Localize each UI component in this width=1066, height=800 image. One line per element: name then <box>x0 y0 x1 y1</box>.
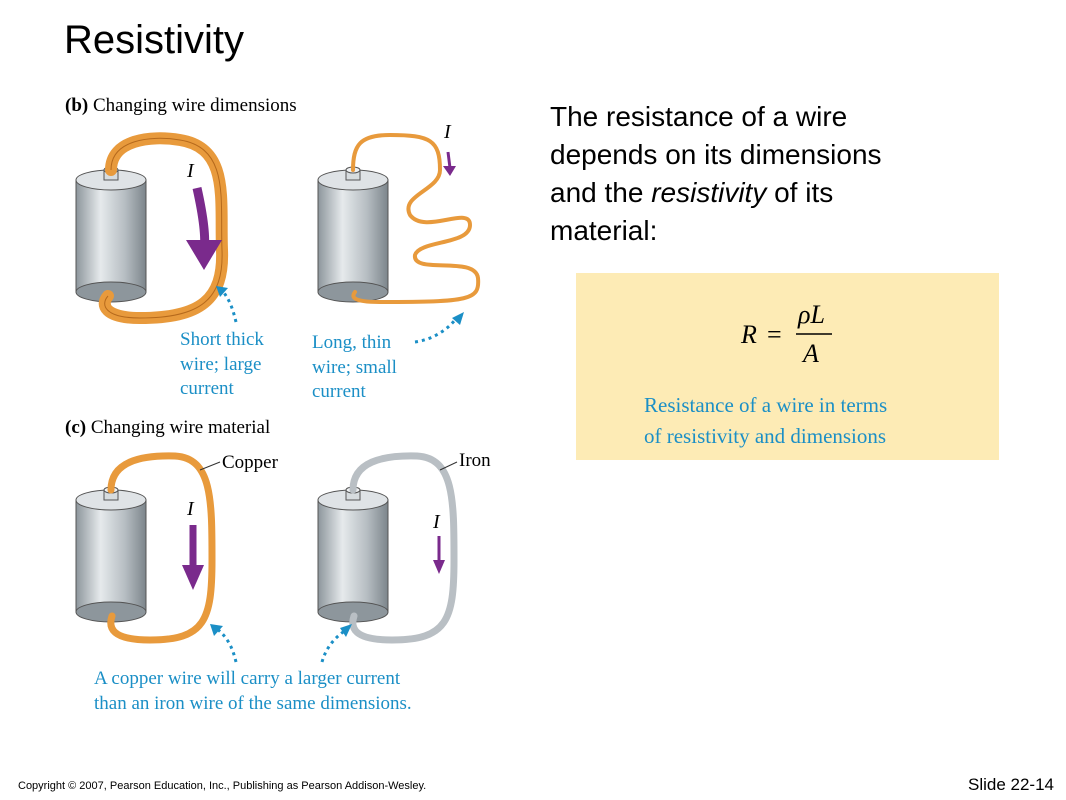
figure-b-label: (b) Changing wire dimensions <box>65 95 297 116</box>
battery-icon <box>75 166 147 303</box>
formula-caption-line: Resistance of a wire in terms <box>644 393 887 417</box>
material-caption-line: than an iron wire of the same dimensions… <box>94 693 412 714</box>
small-current-arrow-icon <box>443 151 456 176</box>
current-symbol: I <box>186 498 195 520</box>
large-current-arrow-icon <box>182 525 204 590</box>
pointer-arrowhead-icon <box>216 286 228 297</box>
current-symbol: I <box>432 511 441 533</box>
current-symbol: I <box>443 121 452 143</box>
body-paragraph: The resistance of a wire depends on its … <box>550 98 970 250</box>
body-line: material: <box>550 215 658 246</box>
copper-leader-line <box>199 461 221 471</box>
copper-wire <box>107 452 216 644</box>
formula-lhs: R <box>740 320 757 349</box>
long-thin-caption-line: wire; small <box>312 357 397 378</box>
pointer-arrow-icon <box>215 626 238 663</box>
iron-leader-line <box>439 461 458 471</box>
thin-copper-wire <box>351 132 481 305</box>
iron-wire <box>349 452 458 644</box>
battery-icon <box>75 486 147 623</box>
material-caption-line: A copper wire will carry a larger curren… <box>94 668 401 689</box>
formula-equals: = <box>767 320 782 349</box>
current-symbol: I <box>186 160 195 182</box>
copper-label: Copper <box>222 452 279 473</box>
pointer-arrow-icon <box>320 628 347 663</box>
iron-label: Iron <box>459 450 491 471</box>
figure-c-label: (c) Changing wire material <box>65 417 270 438</box>
body-line: and the resistivity of its <box>550 177 834 208</box>
large-current-arrow-icon <box>186 187 222 270</box>
pointer-arrowhead-icon <box>340 624 352 637</box>
body-line: The resistance of a wire <box>550 101 848 132</box>
pointer-arrowhead-icon <box>210 624 223 636</box>
formula-numerator: ρL <box>797 300 825 329</box>
formula-box: R = ρL A Resistance of a wire in terms o… <box>576 273 999 460</box>
short-thick-caption-line: Short thick <box>180 329 264 350</box>
short-thick-caption-line: current <box>180 378 235 399</box>
resistivity-term: resistivity <box>651 177 767 208</box>
footer-copyright: Copyright © 2007, Pearson Education, Inc… <box>18 780 427 792</box>
pointer-arrow-icon <box>220 289 238 323</box>
long-thin-caption-line: current <box>312 381 367 402</box>
short-thick-caption-line: wire; large <box>180 354 261 375</box>
small-current-arrow-icon <box>433 536 445 574</box>
long-thin-caption-line: Long, thin <box>312 332 392 353</box>
formula-denominator: A <box>801 339 819 368</box>
formula-graphic: R = ρL A Resistance of a wire in terms o… <box>644 300 887 448</box>
battery-icon <box>317 486 389 623</box>
pointer-arrowhead-icon <box>452 312 464 325</box>
pointer-arrow-icon <box>414 319 457 344</box>
slide-title: Resistivity <box>64 18 245 62</box>
slide-number: Slide 22-14 <box>967 775 1054 794</box>
formula-caption-line: of resistivity and dimensions <box>644 424 886 448</box>
thick-copper-wire-outline <box>104 137 223 319</box>
body-line: depends on its dimensions <box>550 139 882 170</box>
battery-icon <box>317 166 389 303</box>
